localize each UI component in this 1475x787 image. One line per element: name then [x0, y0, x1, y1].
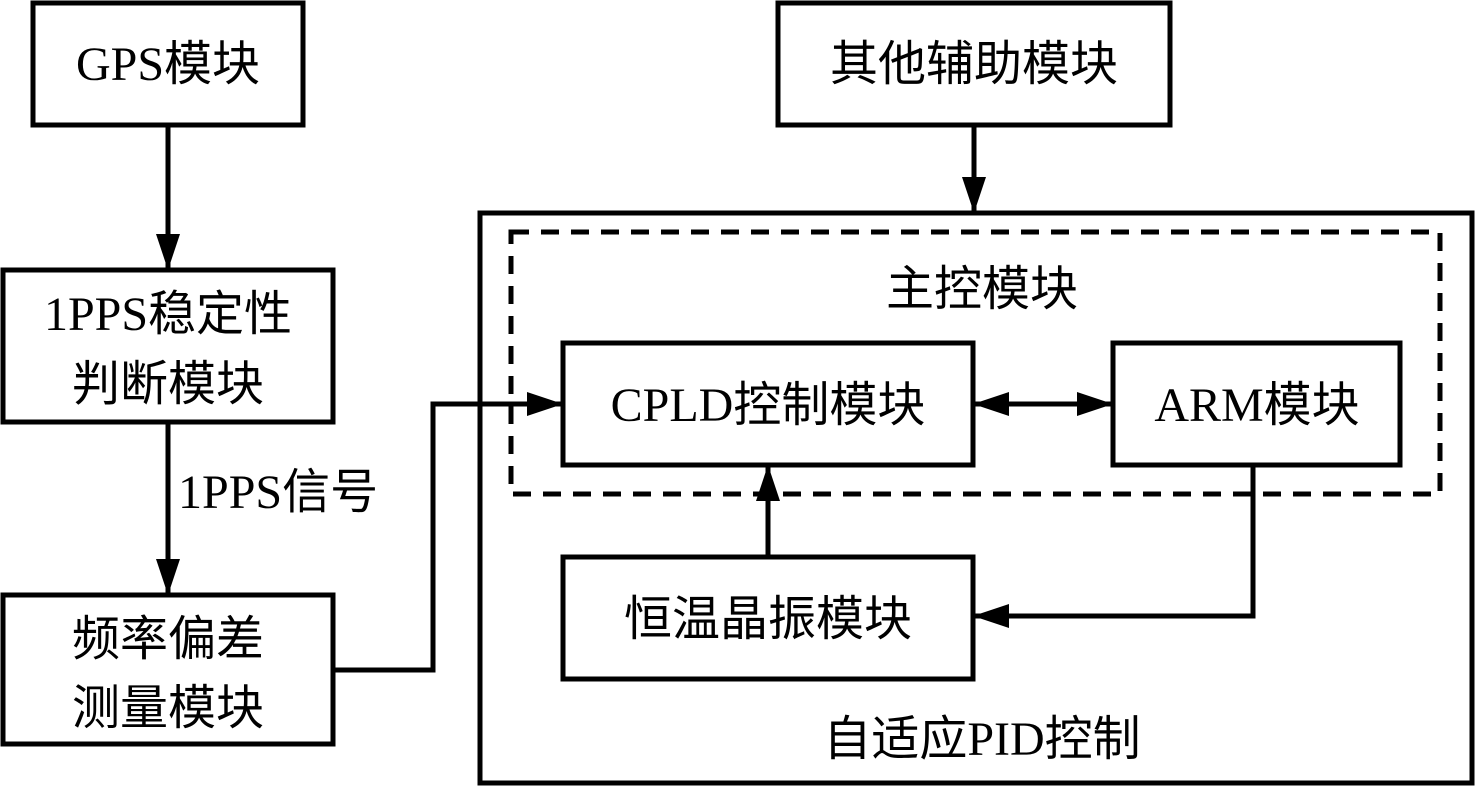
freq-deviation-module-label-line2: 测量模块 — [72, 682, 264, 735]
gps-module-label: GPS模块 — [76, 38, 260, 91]
arrow-freq-to-cpld — [333, 392, 563, 673]
pps-stability-module-label-line1: 1PPS稳定性 — [44, 288, 292, 341]
arm-module-label: ARM模块 — [1154, 379, 1359, 432]
aux-module-label: 其他辅助模块 — [830, 38, 1118, 91]
main-control-dashed-box — [508, 229, 1443, 497]
pps-signal-label: 1PPS信号 — [178, 466, 378, 519]
arm-module-box — [1110, 340, 1403, 468]
ocxo-module-label: 恒温晶振模块 — [624, 593, 912, 646]
main-control-label: 主控模块 — [886, 263, 1078, 316]
adaptive-pid-label: 自适应PID控制 — [823, 713, 1140, 766]
adaptive-pid-outer-box — [477, 210, 1475, 786]
pps-stability-module-label-line2: 判断模块 — [72, 358, 264, 411]
cpld-module-label: CPLD控制模块 — [611, 379, 926, 432]
arrow-arm-to-ocxo — [973, 465, 1256, 628]
freq-deviation-module-label-line1: 频率偏差 — [72, 613, 264, 666]
